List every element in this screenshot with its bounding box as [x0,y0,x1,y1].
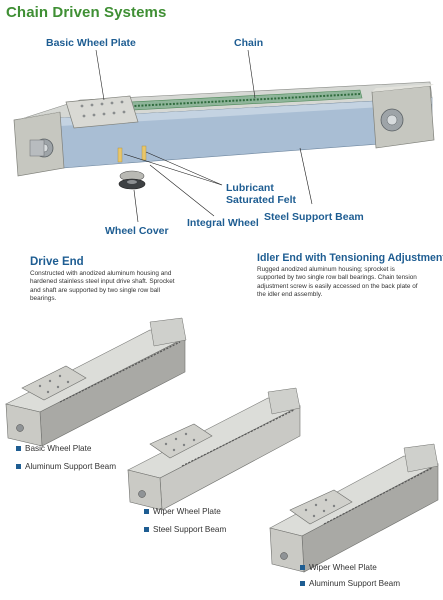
legend-item: Wiper Wheel Plate [144,507,226,516]
legend-text: Wiper Wheel Plate [309,563,377,572]
idler-end-line: Rugged anodized aluminum housing; sprock… [257,266,395,273]
page-title: Chain Driven Systems [6,4,167,21]
variant-3-legend: Wiper Wheel Plate Aluminum Support Beam [300,563,400,588]
drive-end-description: Constructed with anodized aluminum housi… [30,270,226,303]
legend-text: Basic Wheel Plate [25,444,92,453]
legend-item: Wiper Wheel Plate [300,563,400,572]
callout-wheel-cover: Wheel Cover [105,225,169,237]
drive-end-line: and shaft are supported by two single ro… [30,286,161,294]
drive-end-heading: Drive End [30,256,84,268]
legend-item: Aluminum Support Beam [300,579,400,588]
bullet-square-icon [16,464,21,469]
callout-basic-wheel-plate: Basic Wheel Plate [46,37,136,49]
legend-text: Steel Support Beam [153,525,227,534]
bullet-square-icon [144,509,149,514]
legend-item: Aluminum Support Beam [16,462,116,471]
callout-integral-wheel: Integral Wheel [187,217,259,229]
drive-end-line: hardened stainless steel input drive sha… [30,278,175,286]
callout-lubricant-line1: Lubricant [226,182,274,194]
legend-item: Steel Support Beam [144,525,226,534]
variant-2-legend: Wiper Wheel Plate Steel Support Beam [144,507,226,534]
legend-text: Aluminum Support Beam [309,579,401,588]
lubricant-felt-part [117,147,123,163]
idler-end-heading: Idler End with Tensioning Adjustment [257,252,443,264]
basic-wheel-plate-part [65,95,139,129]
callout-steel-support-beam: Steel Support Beam [264,211,364,223]
idler-end-line: adjustment screw is easily accessed on t… [257,282,418,290]
bullet-square-icon [300,565,305,570]
idler-end-line: supported by two single row ball bearing… [257,274,417,282]
callout-lubricant-line2: Saturated Felt [226,194,297,206]
variant-1-illustration [5,317,187,447]
legend-text: Wiper Wheel Plate [153,507,221,516]
variant-2-illustration [127,387,301,511]
bullet-square-icon [16,446,21,451]
legend-text: Aluminum Support Beam [25,462,117,471]
variant-1-legend: Basic Wheel Plate Aluminum Support Beam [16,444,116,471]
drive-end-line: Constructed with anodized aluminum housi… [30,270,172,277]
idler-end-description: Rugged anodized aluminum housing; sprock… [257,266,441,299]
callout-lubricant-felt: Lubricant Saturated Felt [226,182,296,206]
bullet-square-icon [300,581,305,586]
variant-3-illustration [269,443,439,573]
drive-end-line: bearings. [30,294,57,302]
leader-lines [95,49,313,223]
drive-end-block: Drive End Constructed with anodized alum… [30,256,226,303]
legend-item: Basic Wheel Plate [16,444,116,453]
drive-shaft [29,139,45,157]
bullet-square-icon [144,527,149,532]
idler-end-block: Idler End with Tensioning Adjustment Rug… [257,252,443,299]
callout-chain: Chain [234,37,264,49]
idler-end-line: the idler end assembly. [257,290,323,298]
